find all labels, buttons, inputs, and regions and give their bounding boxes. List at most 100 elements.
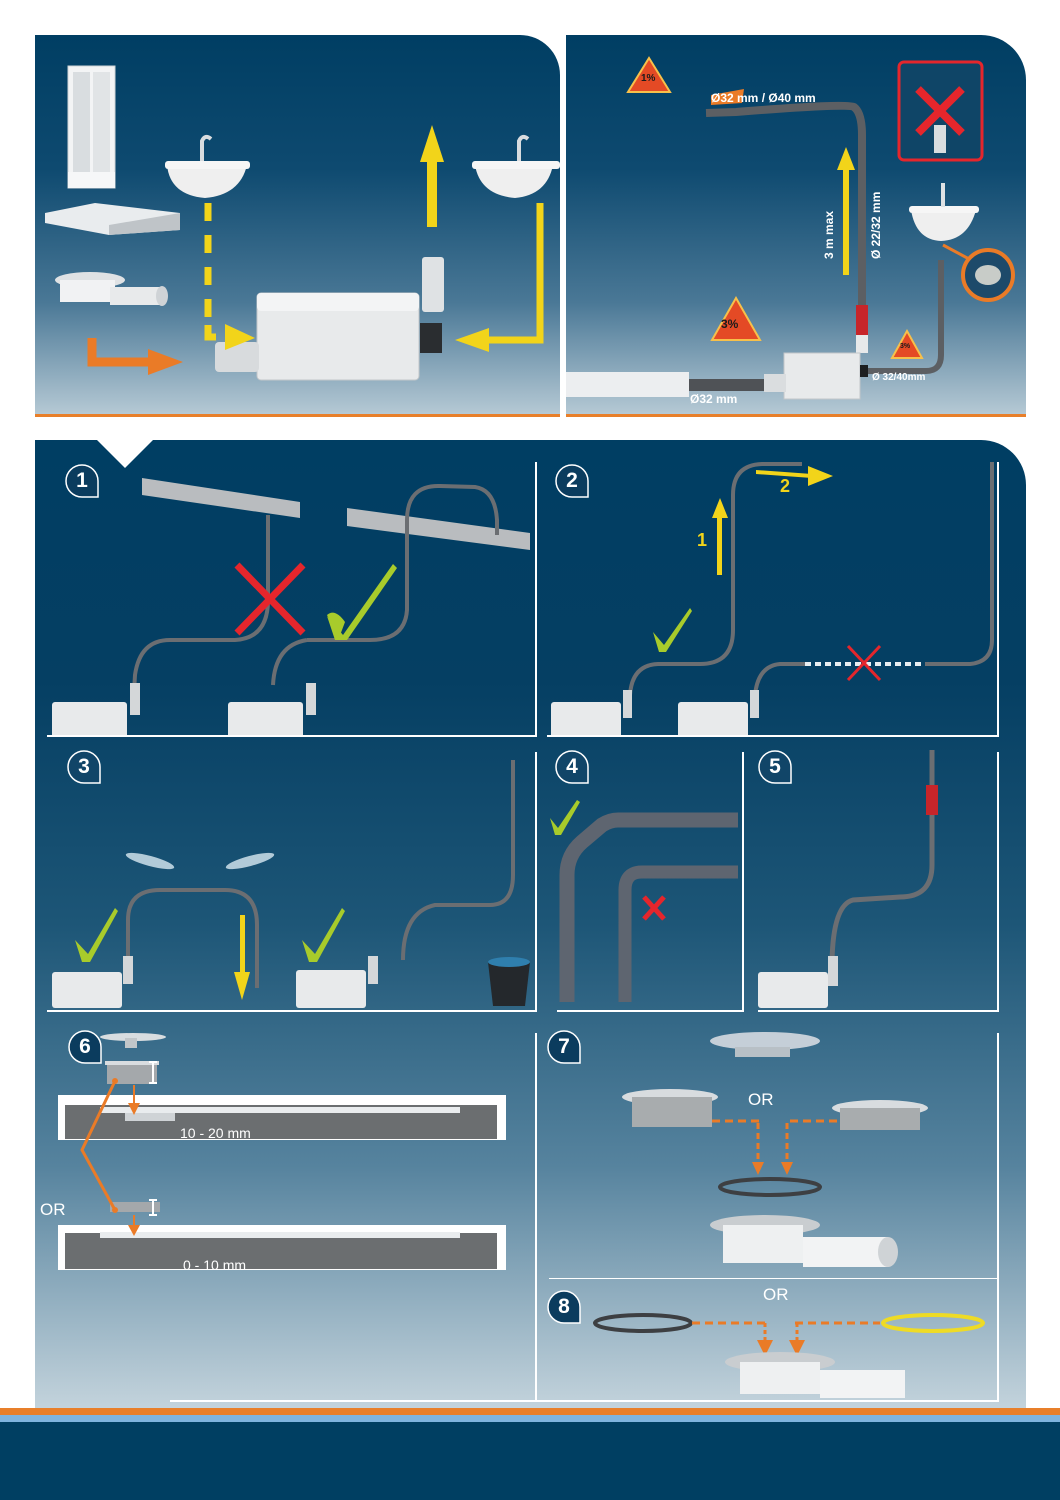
step-badge-5: 5 (758, 750, 792, 784)
max-height-label: 3 m max (822, 210, 836, 259)
wall-duct (566, 372, 689, 397)
slope-badge-label: 3% (721, 317, 739, 331)
shower-cabin-icon (67, 65, 116, 189)
washbasin-icon (472, 134, 560, 198)
washbasin-icon (909, 183, 979, 241)
step-3-illustration (52, 760, 530, 1008)
footer-light-band (0, 1415, 1060, 1422)
discharge-pipe (705, 101, 866, 345)
pipe-90-bend (618, 865, 738, 1002)
vertical-pipe-diameter-label: Ø 22/32 mm (869, 191, 883, 259)
flow-arrow-dashed (204, 203, 255, 350)
overview-right-illustration (566, 56, 1015, 400)
slope-warning-icon (890, 328, 924, 359)
check-valve-icon (856, 305, 868, 335)
divider (758, 1010, 998, 1012)
step-4-illustration (550, 800, 738, 1002)
ceiling-pipe (142, 478, 300, 518)
washbasin-icon (165, 134, 250, 198)
flow-arrow-shower (87, 338, 183, 375)
drain-cap-icon (100, 1033, 166, 1041)
cross-icon (642, 895, 666, 921)
pipe-two-45-bends (559, 812, 738, 1002)
outlet-diameter-label: Ø32 mm (690, 392, 738, 406)
divider (535, 1400, 997, 1402)
height-arrow (843, 165, 849, 275)
drain-insert-icon (107, 1062, 157, 1084)
discharge-diameter-label: Ø32 mm / Ø40 mm (711, 91, 816, 105)
or-label: OR (763, 1285, 789, 1304)
ceiling-pipe (347, 508, 530, 550)
overview-left-illustration (45, 65, 560, 381)
divider (557, 1010, 742, 1012)
divider (742, 752, 744, 1012)
divider (535, 1033, 537, 1402)
or-label: OR (40, 1200, 66, 1219)
steps-panel: 1 2 3 4 5 6 7 8 (35, 440, 1026, 1408)
divider (549, 1278, 997, 1279)
shower-tray-section (58, 1095, 506, 1140)
step-badge-3: 3 (67, 750, 101, 784)
step-badge-6: 6 (68, 1030, 102, 1064)
cross-icon (234, 562, 306, 636)
seal-ring-icon (718, 1177, 822, 1197)
slope-badge-label: 1% (641, 73, 656, 84)
pump-unit-icon (52, 683, 140, 735)
pump-unit-icon (551, 690, 632, 735)
step-2-illustration (551, 462, 994, 735)
shower-trap-icon (55, 272, 168, 306)
cross-icon (846, 644, 882, 682)
arrow-label-1: 1 (697, 530, 708, 550)
flow-arrow-right (756, 466, 833, 486)
check-valve-icon (926, 785, 938, 815)
overview-left-panel (35, 35, 560, 417)
discharge-direction-arrow (711, 89, 744, 105)
discharge-up-arrow (420, 125, 444, 227)
pump-unit-icon (758, 956, 838, 1008)
pump-unit-icon (52, 956, 133, 1008)
flow-arrow-right-basin (455, 203, 544, 352)
shower-tray-icon (45, 203, 180, 235)
step-1-illustration (52, 478, 530, 735)
step-badge-1: 1 (65, 464, 99, 498)
shower-trap-icon (710, 1215, 898, 1267)
step-badge-8: 8 (547, 1290, 581, 1324)
forbidden-items-icon (897, 60, 984, 162)
step-badge-4: 4 (555, 750, 589, 784)
dimension-label-upper: 10 - 20 mm (180, 1125, 251, 1141)
spray-icon (225, 852, 275, 870)
slope-badge-label: 3% (900, 343, 911, 350)
panel-bottom-rule (566, 414, 1026, 417)
step-8-illustration (593, 1313, 985, 1398)
step-badge-7: 7 (547, 1030, 581, 1064)
step-6-illustration (58, 1033, 506, 1270)
panel-notch (97, 440, 153, 468)
threaded-insert-icon (622, 1089, 718, 1127)
divider (535, 752, 537, 1012)
step-7-illustration (622, 1032, 928, 1267)
shower-tray-section (58, 1225, 506, 1270)
black-seal-ring-icon (593, 1313, 693, 1333)
divider (47, 735, 537, 737)
drain-insert-icon (110, 1202, 160, 1212)
or-label: OR (748, 1090, 774, 1109)
check-icon (302, 908, 345, 962)
pump-unit-icon (783, 352, 861, 400)
pump-unit-icon (296, 956, 378, 1008)
step-5-illustration (758, 750, 938, 1008)
pump-unit-icon (215, 257, 444, 381)
footer-navy-band (0, 1422, 1060, 1500)
divider (997, 462, 999, 737)
pump-unit-icon (228, 683, 316, 735)
divider (535, 462, 537, 737)
slope-warning-icon (626, 56, 672, 93)
divider (547, 735, 997, 737)
check-icon (75, 908, 118, 962)
bucket-icon (488, 957, 530, 1006)
drain-cap-icon (710, 1032, 820, 1050)
overview-right-panel: 1% 3% 3% Ø32 mm / Ø40 mm 3 m max Ø 22/32… (566, 35, 1026, 417)
spray-icon (125, 852, 175, 870)
flat-insert-icon (832, 1100, 928, 1130)
or-connector (80, 1080, 117, 1211)
pump-unit-icon (678, 690, 759, 735)
